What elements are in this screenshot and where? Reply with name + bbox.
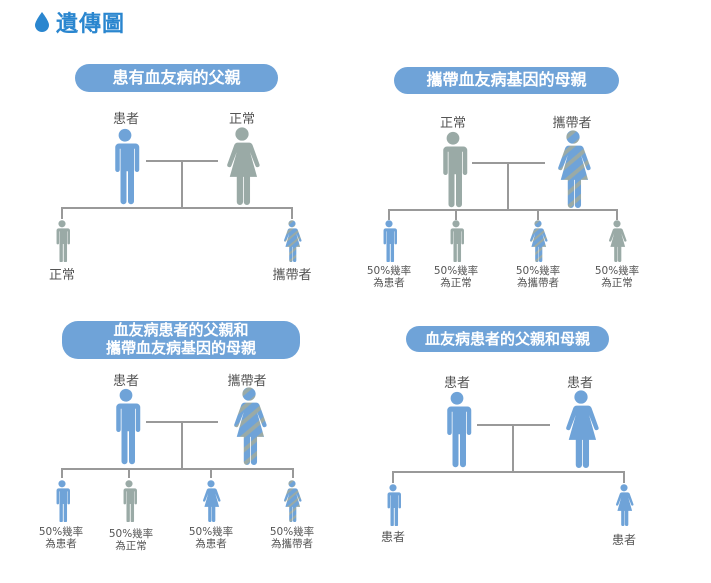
female-carrier-icon <box>231 387 267 465</box>
female-patient-icon <box>561 390 601 468</box>
daughter-normal-icon <box>605 220 629 262</box>
child-label: 50%幾率 為患者 <box>366 265 412 289</box>
panel-title-line1: 血友病患者的父親和 <box>113 321 249 339</box>
son-patient-icon <box>51 480 73 522</box>
child-label: 患者 <box>611 533 636 547</box>
child-label: 患者 <box>380 530 405 544</box>
child-drop <box>291 207 293 219</box>
male-patient-icon <box>442 390 472 468</box>
panel-title: 患有血友病的父親 <box>75 64 278 92</box>
water-drop-icon <box>35 12 49 32</box>
child-drop <box>128 468 130 478</box>
child-label: 正常 <box>48 268 75 283</box>
panel-title: 血友病患者的父親和 攜帶血友病基因的母親 <box>62 321 300 359</box>
child-drop <box>292 468 294 478</box>
panel-title-line2: 攜帶血友病基因的母親 <box>105 339 256 357</box>
child-label: 50%幾率 為正常 <box>108 528 154 552</box>
sibling-line <box>392 471 625 473</box>
female-normal-icon <box>224 127 260 205</box>
daughter-patient-icon <box>199 480 223 522</box>
daughter-carrier-icon <box>526 220 550 262</box>
daughter-carrier-icon <box>280 480 304 522</box>
sibling-line <box>388 209 618 211</box>
son-normal-icon <box>51 220 73 262</box>
descent-line <box>181 160 183 208</box>
mother-label: 攜帶者 <box>552 116 592 131</box>
male-patient-icon <box>111 387 141 465</box>
father-label: 正常 <box>439 116 466 131</box>
child-drop <box>455 209 457 220</box>
son-normal-icon <box>445 220 467 262</box>
father-label: 患者 <box>112 374 139 389</box>
child-label: 50%幾率 為攜帶者 <box>269 526 315 550</box>
child-drop <box>388 209 390 220</box>
father-label: 患者 <box>443 376 470 391</box>
descent-line <box>181 421 183 469</box>
descent-line <box>507 162 509 210</box>
female-carrier-icon <box>555 130 591 208</box>
male-patient-icon <box>110 127 140 205</box>
child-label: 50%幾率 為正常 <box>594 265 640 289</box>
child-label: 50%幾率 為患者 <box>38 526 84 550</box>
mother-label: 正常 <box>228 112 255 127</box>
child-drop <box>210 468 212 478</box>
child-drop <box>616 209 618 220</box>
panel-title: 血友病患者的父親和母親 <box>406 326 609 352</box>
child-label: 攜帶者 <box>272 268 312 283</box>
male-normal-icon <box>438 130 468 208</box>
sibling-line <box>61 207 293 209</box>
son-normal-icon <box>118 480 140 522</box>
child-drop <box>537 209 539 220</box>
sibling-line <box>61 468 294 470</box>
son-patient-icon <box>382 484 404 526</box>
page-title: 遺傳圖 <box>56 12 126 37</box>
son-patient-icon <box>378 220 400 262</box>
child-label: 50%幾率 為患者 <box>188 526 234 550</box>
child-drop <box>61 468 63 478</box>
daughter-patient-icon <box>612 484 636 526</box>
child-label: 50%幾率 為正常 <box>433 265 479 289</box>
father-label: 患者 <box>112 112 139 127</box>
mother-label: 患者 <box>566 376 593 391</box>
child-label: 50%幾率 為攜帶者 <box>515 265 561 289</box>
child-drop <box>392 471 394 483</box>
mother-label: 攜帶者 <box>227 374 267 389</box>
descent-line <box>512 424 514 472</box>
page-header: 遺傳圖 <box>34 6 125 38</box>
child-drop <box>61 207 63 219</box>
panel-title: 攜帶血友病基因的母親 <box>394 67 619 94</box>
child-drop <box>623 471 625 483</box>
daughter-carrier-icon <box>280 220 304 262</box>
